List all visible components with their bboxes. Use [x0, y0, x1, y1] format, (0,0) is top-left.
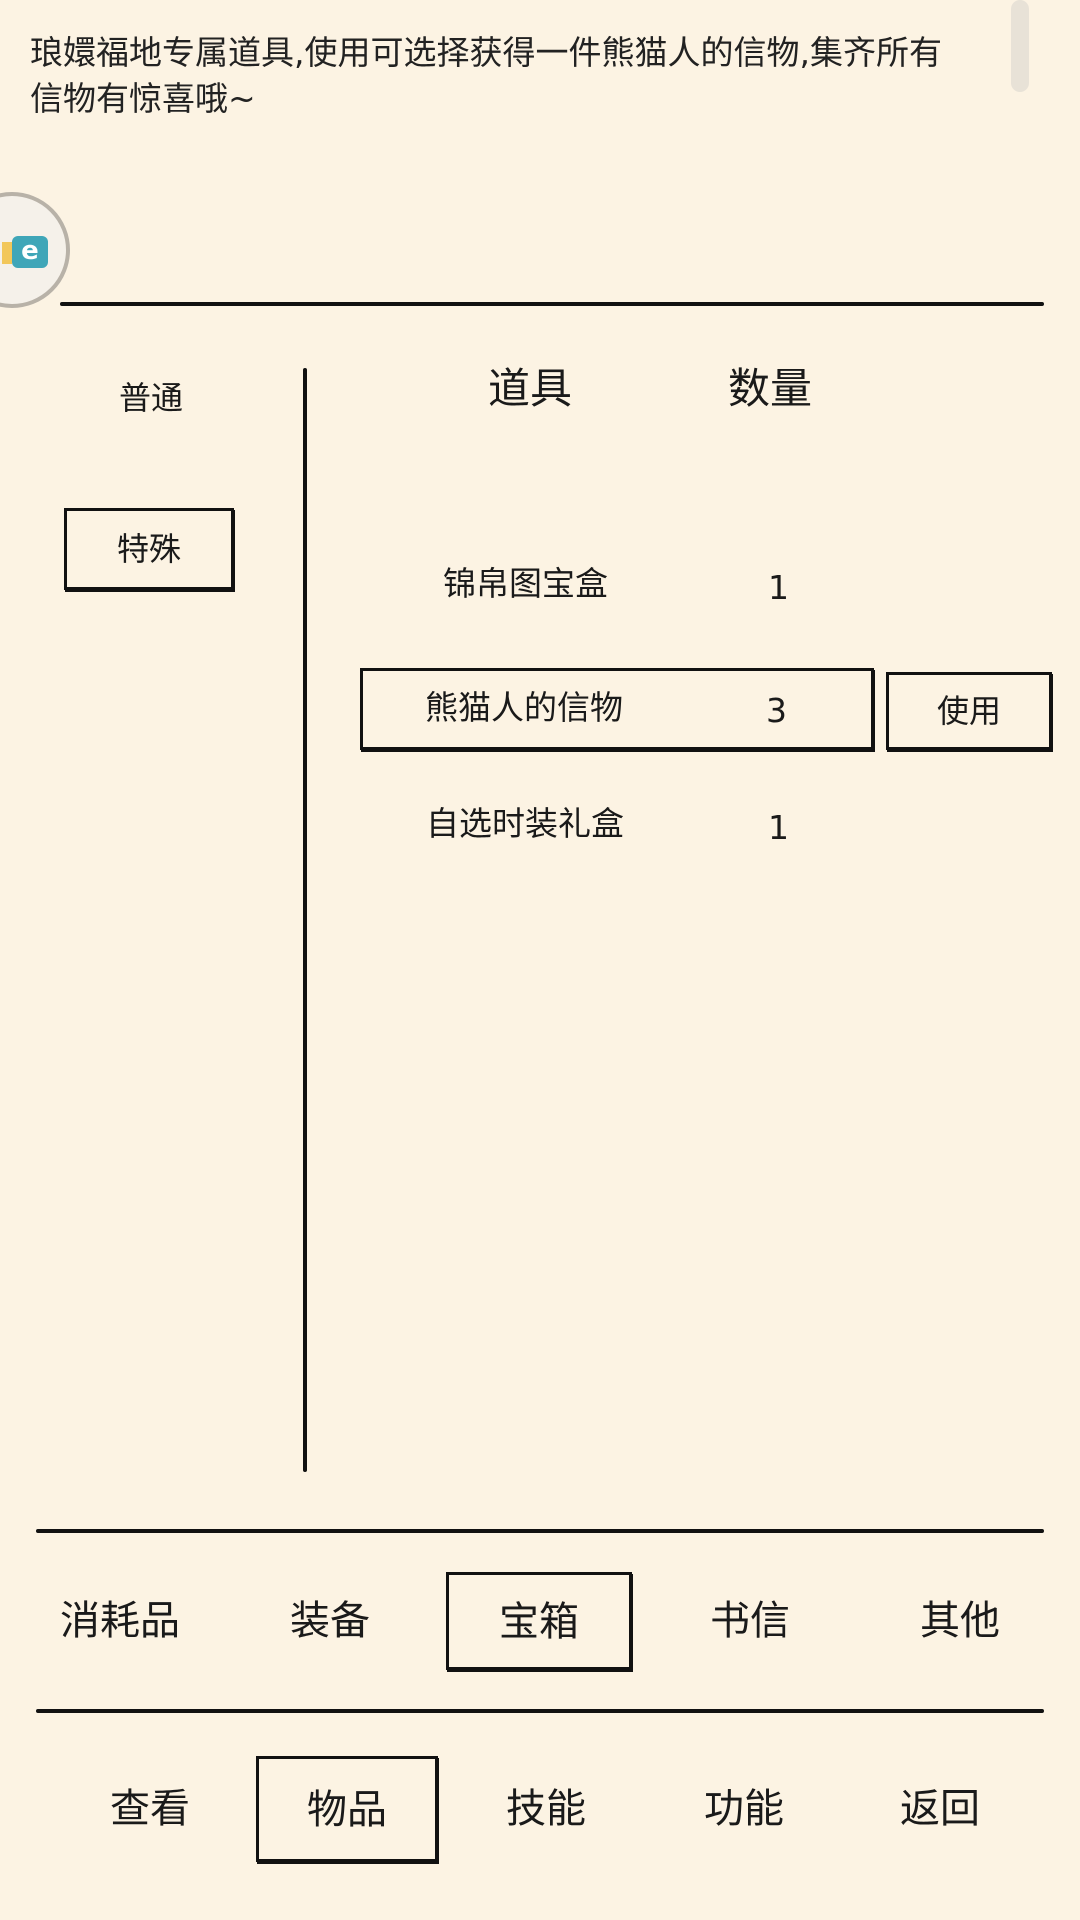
- use-button[interactable]: 使用: [886, 672, 1052, 750]
- tab-equipment[interactable]: 装备: [290, 1598, 370, 1644]
- item-name: 锦帛图宝盒: [443, 564, 608, 603]
- item-quantity: 1: [768, 808, 789, 847]
- nav-top-divider: [36, 1709, 1044, 1713]
- logo-tile-left: [2, 242, 12, 264]
- nav-items[interactable]: 物品: [256, 1756, 438, 1862]
- item-description: 琅嬛福地专属道具,使用可选择获得一件熊猫人的信物,集齐所有信物有惊喜哦~: [30, 33, 942, 118]
- table-row-selected[interactable]: 熊猫人的信物 3: [360, 668, 874, 750]
- item-quantity: 3: [766, 691, 787, 730]
- sidebar-item-normal[interactable]: 普通: [118, 379, 183, 417]
- floating-assistant-button[interactable]: e: [0, 192, 70, 308]
- nav-back[interactable]: 返回: [900, 1786, 980, 1832]
- nav-label: 物品: [307, 1787, 387, 1833]
- item-name: 自选时装礼盒: [426, 804, 624, 843]
- item-quantity: 1: [768, 568, 789, 607]
- tab-other[interactable]: 其他: [920, 1598, 1000, 1644]
- tab-label: 宝箱: [499, 1599, 579, 1645]
- nav-functions[interactable]: 功能: [704, 1786, 784, 1832]
- scrollbar-thumb[interactable]: [1011, 0, 1029, 92]
- nav-skills[interactable]: 技能: [506, 1786, 586, 1832]
- tab-treasure-chest[interactable]: 宝箱: [446, 1572, 632, 1670]
- top-divider: [60, 302, 1044, 306]
- tab-letters[interactable]: 书信: [710, 1598, 790, 1644]
- tab-consumables[interactable]: 消耗品: [60, 1598, 180, 1644]
- sidebar-divider: [303, 368, 307, 1472]
- app-logo-icon: e: [12, 236, 48, 268]
- column-header-item: 道具: [488, 364, 573, 413]
- nav-view[interactable]: 查看: [110, 1786, 190, 1832]
- tabs-top-divider: [36, 1529, 1044, 1533]
- sidebar-item-special[interactable]: 特殊: [64, 508, 234, 590]
- sidebar-item-label: 特殊: [116, 530, 181, 568]
- item-name: 熊猫人的信物: [425, 688, 623, 727]
- column-header-qty: 数量: [728, 364, 813, 413]
